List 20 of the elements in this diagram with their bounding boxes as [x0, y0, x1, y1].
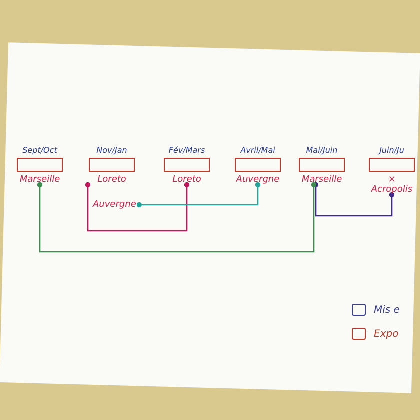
legend-text: Mis e — [374, 304, 400, 316]
connector-line — [85, 182, 190, 232]
period-label: Fév/Mars — [168, 146, 206, 155]
period-label: Nov/Jan — [96, 146, 128, 155]
connector-line — [37, 182, 317, 253]
place-label: Marseille — [302, 175, 342, 185]
place-label: Auvergne — [93, 200, 136, 210]
connector-line — [136, 182, 261, 208]
period-label: Sept/Oct — [22, 146, 58, 155]
period-label: Avril/Mai — [240, 146, 276, 155]
legend-text: Expo — [374, 328, 399, 340]
cross-mark: × — [388, 175, 396, 185]
place-label: Acropolis — [371, 185, 413, 195]
place-label: Loreto — [172, 175, 202, 185]
place-label: Loreto — [98, 175, 126, 185]
place-label: Marseille — [20, 175, 60, 185]
period-label: Mai/Juin — [306, 146, 338, 155]
connector-line — [313, 182, 395, 217]
period-label: Juin/Ju — [380, 146, 404, 155]
place-label: Auvergne — [236, 175, 280, 185]
